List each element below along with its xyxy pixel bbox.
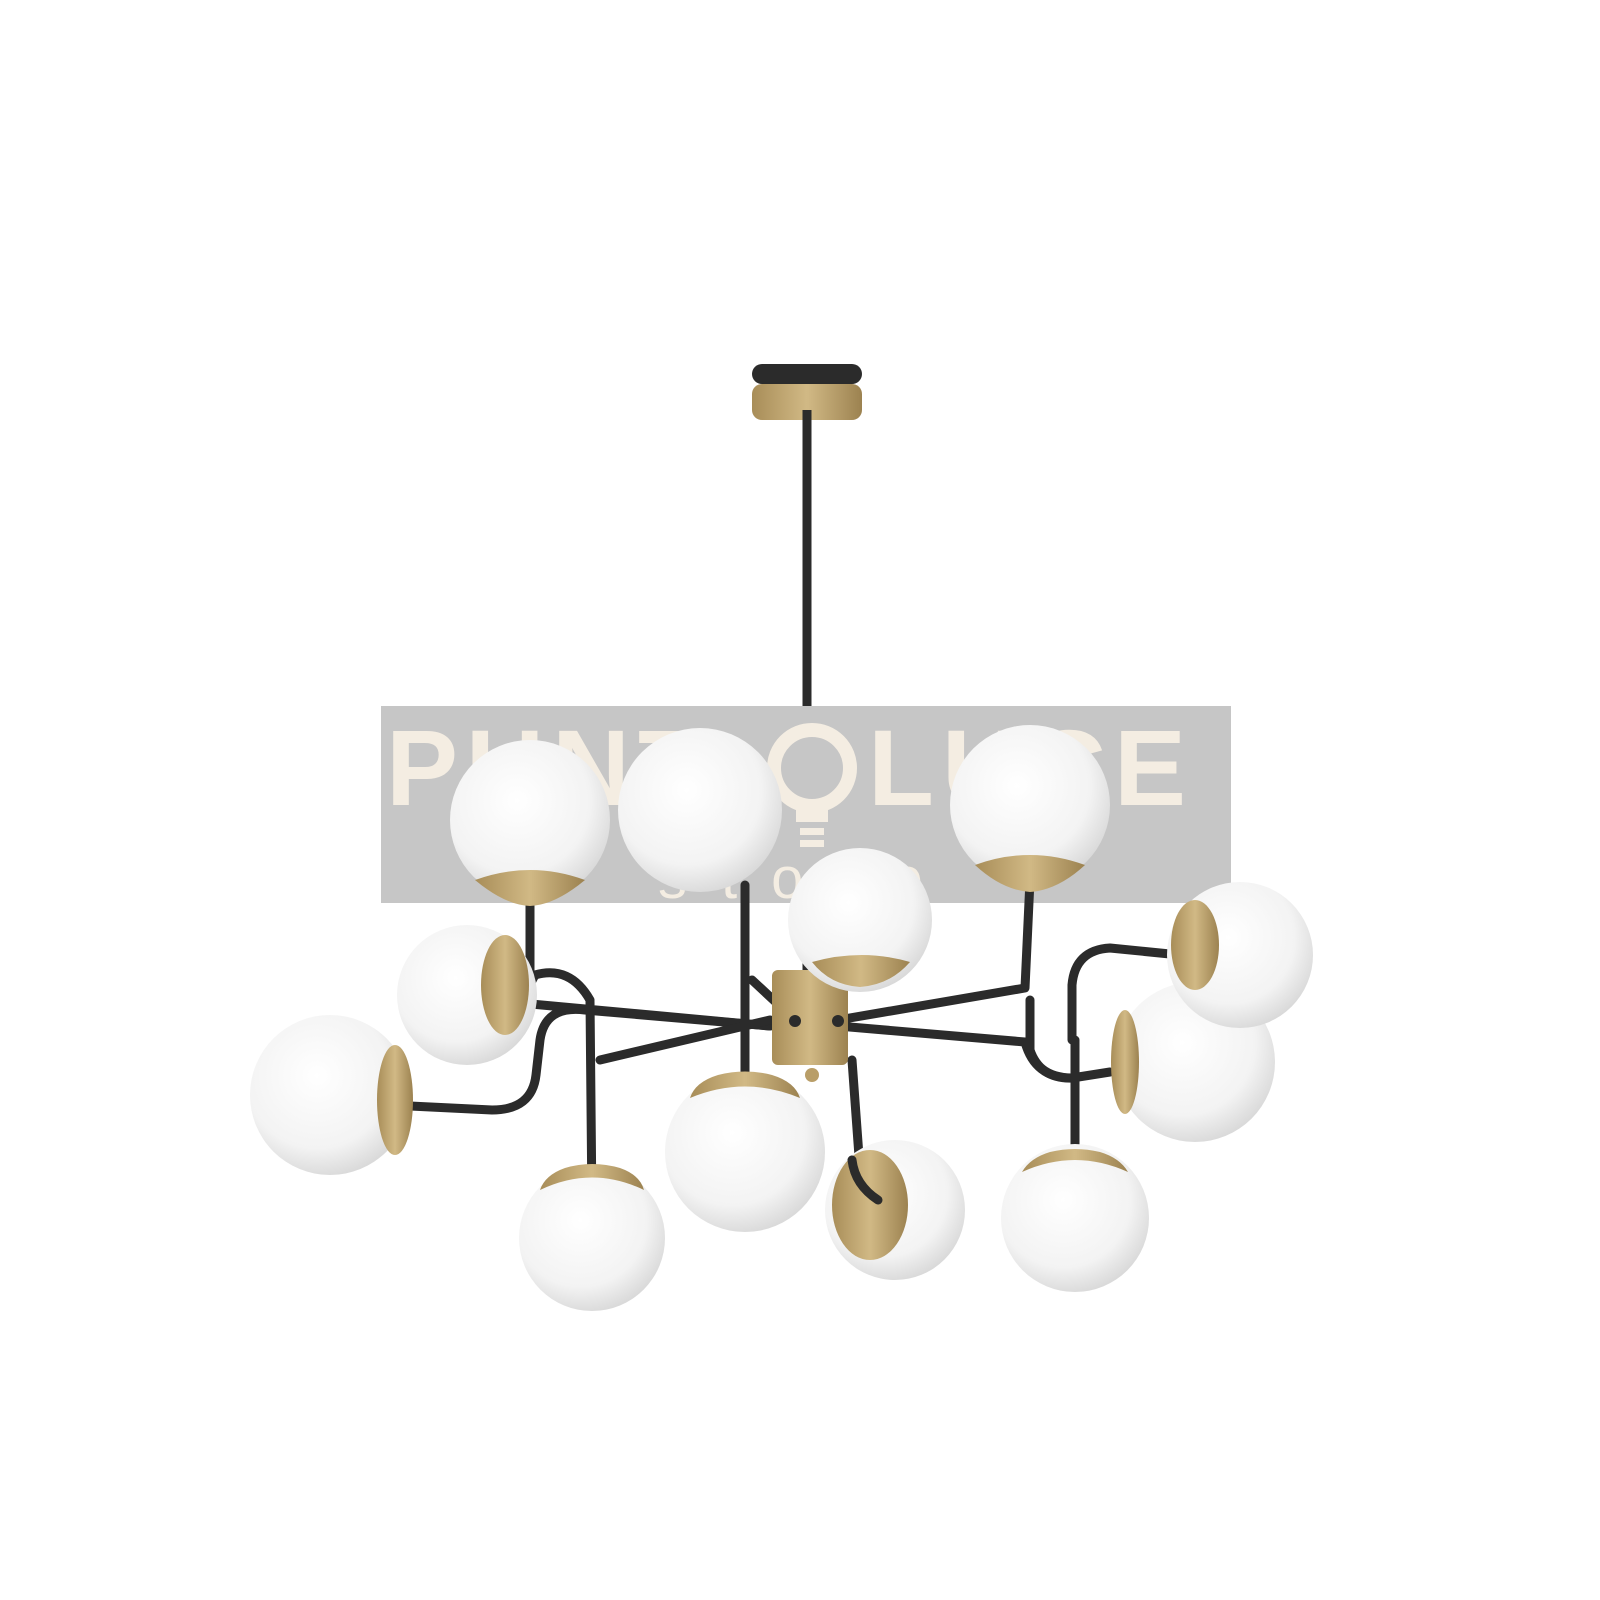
globe-far-left xyxy=(250,1015,413,1175)
globe-upper-center xyxy=(788,848,932,992)
lightbulb-logo-icon xyxy=(767,723,857,847)
globe-lights xyxy=(250,725,1313,1311)
chandelier-arms xyxy=(405,875,1185,1215)
globe-upper-center-left xyxy=(618,728,782,892)
globe-upper-right xyxy=(950,725,1110,892)
ceiling-canopy xyxy=(752,364,862,420)
globe-upper-left xyxy=(450,740,610,906)
globe-lower-right xyxy=(1001,1144,1149,1292)
globe-far-right xyxy=(1167,882,1313,1028)
globe-lower-center xyxy=(825,1140,965,1280)
globe-lower-left xyxy=(519,1164,665,1311)
globe-mid-left xyxy=(397,925,537,1065)
central-hub xyxy=(772,970,848,1082)
globe-lower-center-left xyxy=(665,1071,825,1232)
